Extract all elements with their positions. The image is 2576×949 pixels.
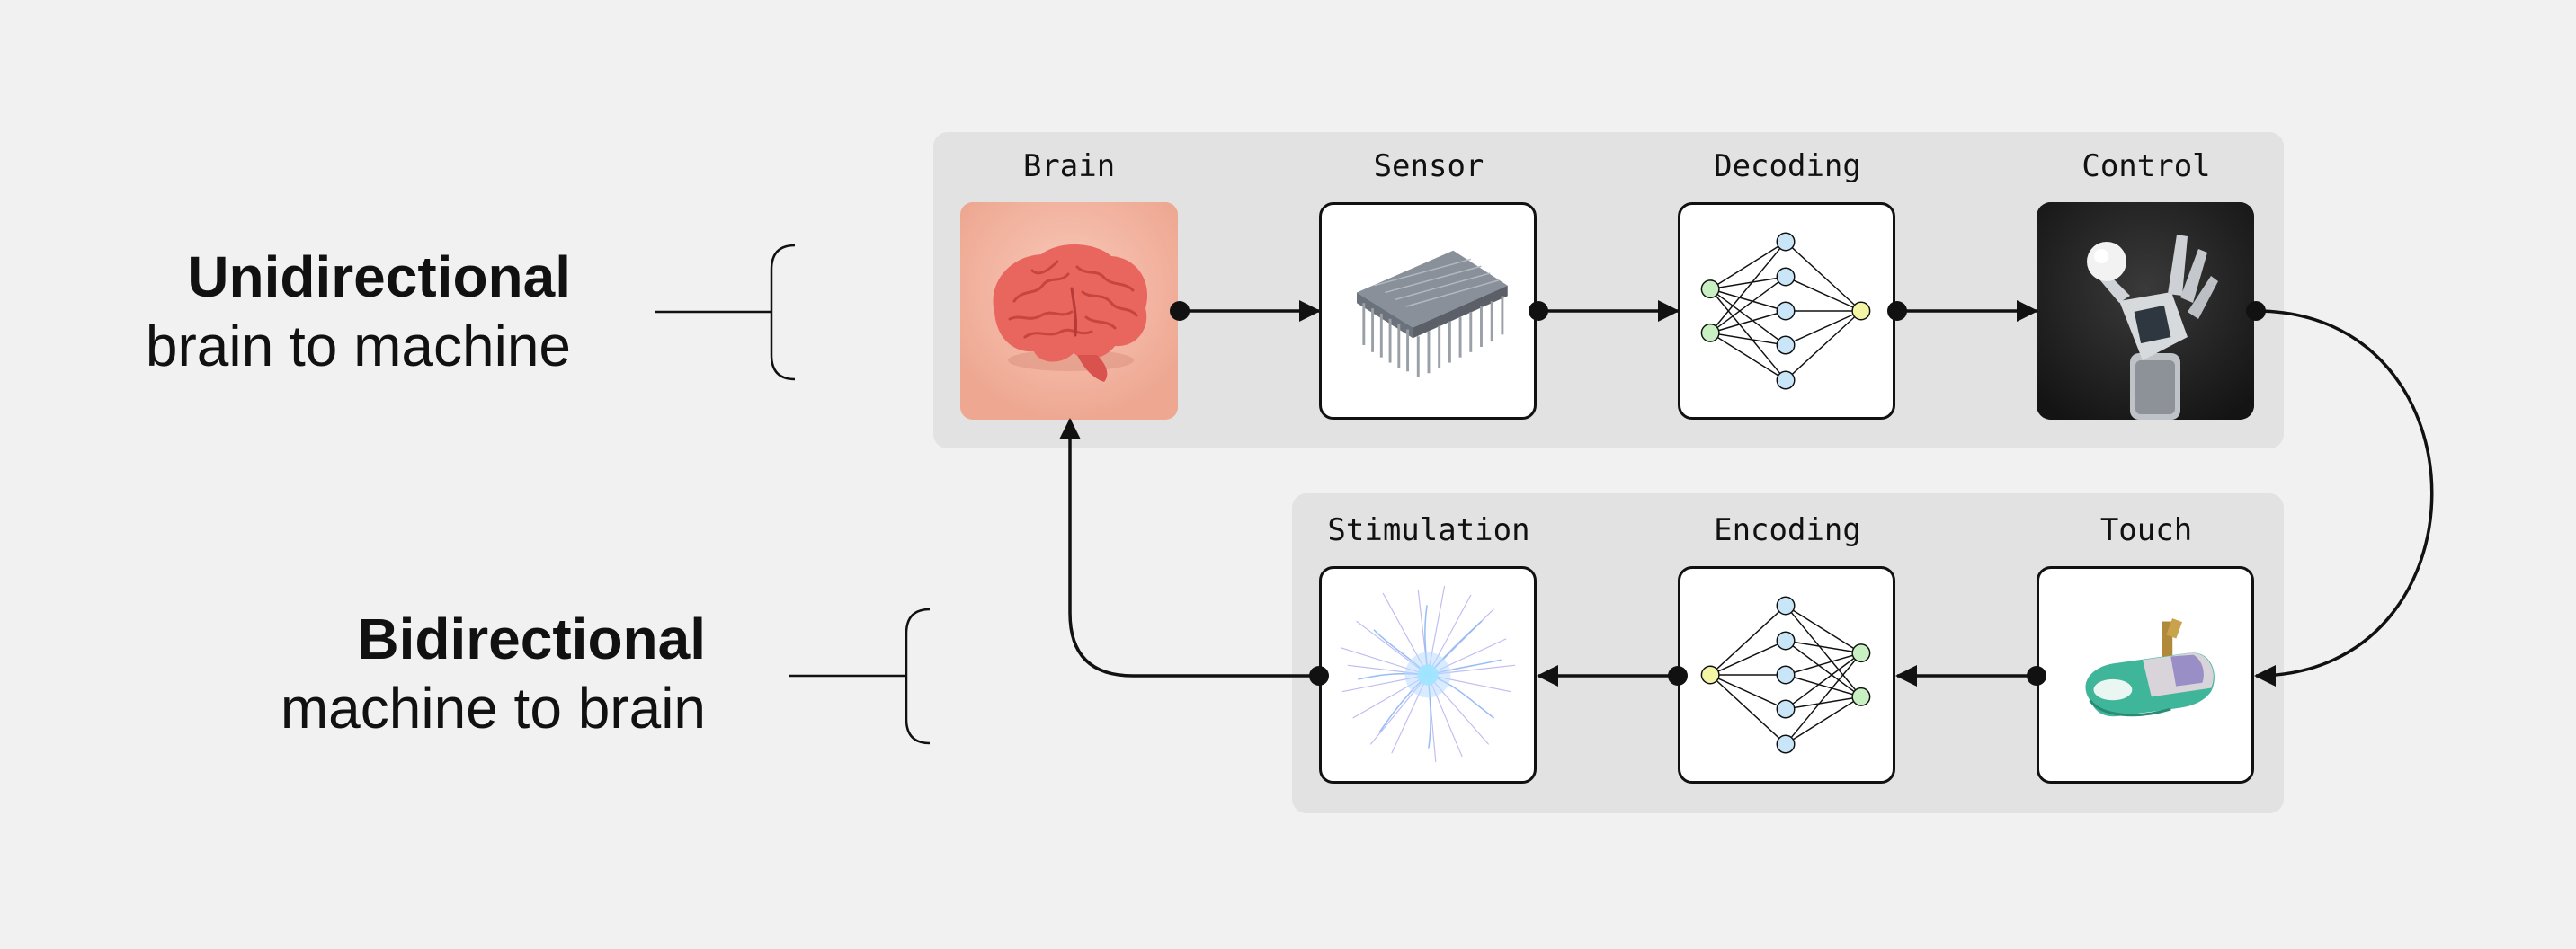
decoding-output-dot: [1887, 301, 1907, 321]
bidirectional-bracket: [905, 608, 931, 745]
unidirectional-bracket: [770, 244, 796, 381]
brain-output-dot: [1170, 301, 1190, 321]
neural-network-icon: [1700, 596, 1871, 754]
stimulation-output-dot: [1309, 666, 1329, 686]
touch-label: Touch: [2099, 512, 2193, 548]
control-output-dot: [2246, 301, 2266, 321]
control-label: Control: [2081, 148, 2211, 184]
stimulation-to-brain-arrow: [1059, 418, 1319, 678]
electrode-array-icon: [1357, 250, 1508, 377]
encoding-output-dot: [1668, 666, 1688, 686]
bidirectional-subtitle: machine to brain: [280, 675, 706, 741]
fingertip-sensor-icon: [2085, 618, 2215, 717]
neural-network-icon: [1700, 232, 1871, 390]
sensor-output-dot: [1529, 301, 1548, 321]
stimulation-label: Stimulation: [1327, 512, 1530, 548]
unidirectional-title: Unidirectional: [187, 244, 571, 309]
brain-label: Brain: [1022, 148, 1116, 184]
touch-box: [2037, 566, 2254, 784]
bidirectional-heading: Bidirectional machine to brain: [281, 605, 706, 743]
sensor-box: [1319, 202, 1537, 420]
control-box: [2037, 202, 2254, 420]
encoding-label: Encoding: [1714, 512, 1861, 548]
unidirectional-heading: Unidirectional brain to machine: [146, 243, 571, 381]
stimulation-box: [1319, 566, 1537, 784]
brain-icon: [960, 202, 1178, 420]
neuron-burst-icon: [1340, 585, 1516, 763]
bidirectional-title: Bidirectional: [357, 607, 706, 671]
robotic-hand-icon: [2037, 202, 2254, 420]
unidirectional-subtitle: brain to machine: [145, 313, 571, 378]
decoding-label: Decoding: [1714, 148, 1861, 184]
control-to-touch-arrow: [2254, 309, 2434, 687]
brain-box: [960, 202, 1178, 420]
touch-output-dot: [2027, 666, 2046, 686]
sensor-label: Sensor: [1373, 148, 1484, 184]
